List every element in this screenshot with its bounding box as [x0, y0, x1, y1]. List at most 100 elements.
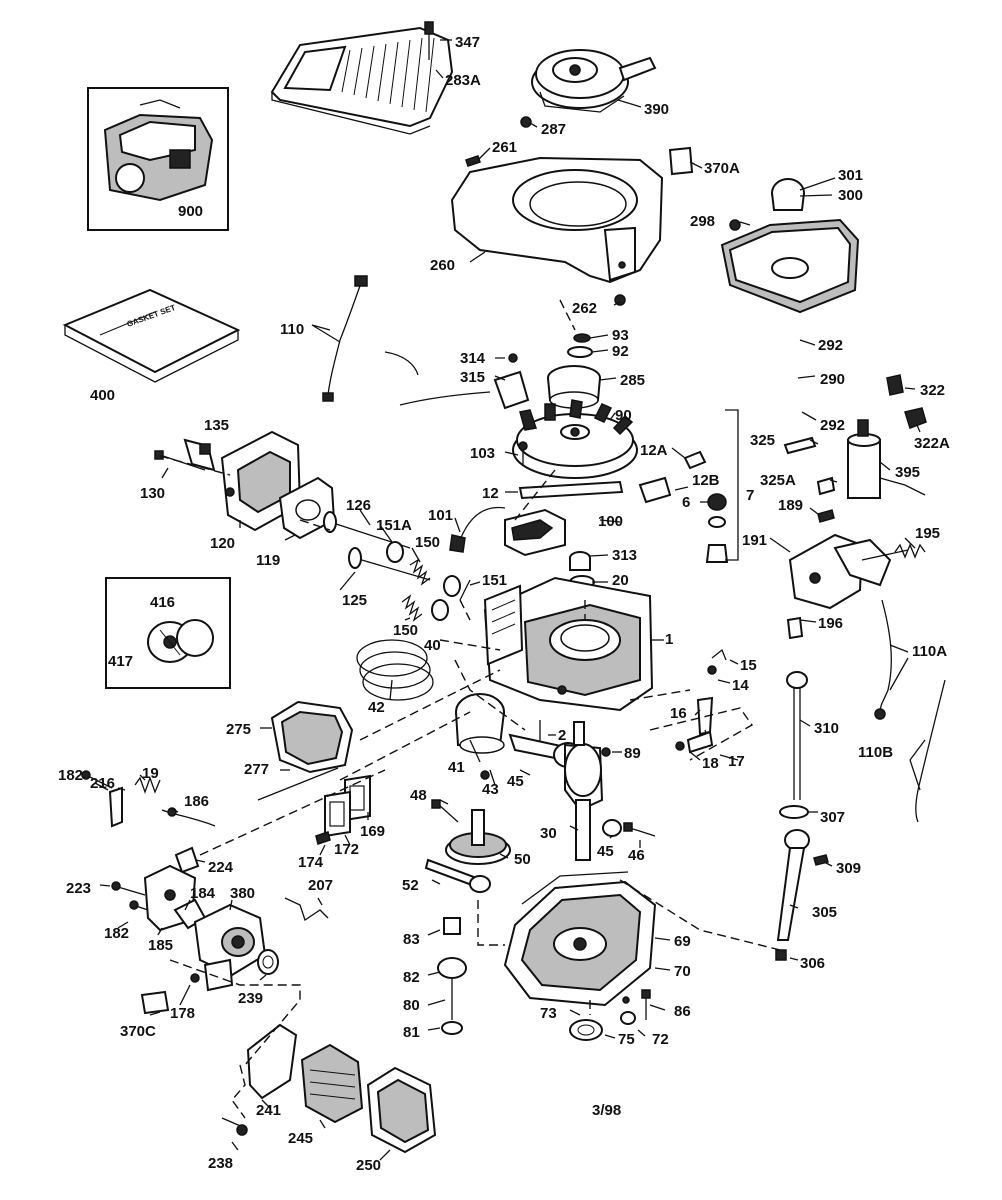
part-90-flywheel	[512, 399, 638, 479]
label-185: 185	[148, 937, 173, 954]
label-81: 81	[403, 1024, 420, 1041]
part-1-engine-block	[483, 576, 654, 712]
leader-lines	[94, 39, 926, 1161]
label-301: 301	[838, 167, 863, 184]
part-48-bolt	[431, 799, 459, 823]
label-69: 69	[674, 933, 691, 950]
part-75-bearing	[569, 1019, 603, 1041]
label-239: 239	[238, 990, 263, 1007]
label-290: 290	[820, 371, 845, 388]
label-400: 400	[90, 387, 115, 404]
part-110-wire	[322, 275, 368, 402]
part-207-link	[284, 897, 329, 922]
part-287-screw	[520, 116, 532, 128]
label-42: 42	[368, 699, 385, 716]
part-151-retainers	[431, 575, 461, 621]
label-2: 2	[558, 727, 566, 744]
label-172: 172	[334, 841, 359, 858]
part-307-oring	[779, 805, 809, 819]
part-245-filter	[300, 1043, 364, 1124]
part-224-bracket	[174, 846, 200, 874]
part-103-screw	[518, 441, 528, 466]
callout-labels: 347 283A 390 287 900 261 370A 301 300 29…	[58, 34, 950, 1174]
label-195: 195	[915, 525, 940, 542]
part-310-tube	[786, 671, 808, 800]
label-100: 100	[598, 513, 623, 530]
label-93: 93	[612, 327, 629, 344]
date-code: 3/98	[592, 1102, 621, 1119]
label-101: 101	[428, 507, 453, 524]
label-182-bottom: 182	[104, 925, 129, 942]
part-41-piston	[455, 693, 505, 754]
part-43-clip	[480, 770, 490, 780]
label-370A: 370A	[704, 160, 740, 177]
label-292-top: 292	[818, 337, 843, 354]
part-172-gasket	[324, 790, 351, 838]
label-292-bottom: 292	[820, 417, 845, 434]
label-174: 174	[298, 854, 324, 871]
label-151: 151	[482, 572, 507, 589]
label-238: 238	[208, 1155, 233, 1172]
label-298: 298	[690, 213, 715, 230]
part-110B-wire	[915, 679, 946, 823]
label-241: 241	[256, 1102, 281, 1119]
label-90: 90	[615, 407, 632, 424]
label-250: 250	[356, 1157, 381, 1174]
part-101-lead	[449, 506, 506, 553]
part-306-seal	[775, 949, 787, 961]
label-277: 277	[244, 761, 269, 778]
label-135: 135	[204, 417, 229, 434]
label-19: 19	[142, 765, 159, 782]
label-262: 262	[572, 300, 597, 317]
part-241-base	[246, 1023, 298, 1100]
label-20: 20	[612, 572, 629, 589]
label-347: 347	[455, 34, 480, 51]
label-7: 7	[746, 487, 754, 504]
label-182-top: 182	[58, 767, 83, 784]
label-14: 14	[732, 677, 749, 694]
part-17-18-bracket	[675, 730, 714, 754]
part-347-screw	[424, 21, 434, 60]
label-325A: 325A	[760, 472, 796, 489]
label-325: 325	[750, 432, 775, 449]
part-72-seal	[620, 1011, 636, 1025]
part-390-starter	[531, 49, 657, 113]
part-300-fuel-tank	[720, 178, 860, 314]
label-18: 18	[702, 755, 719, 772]
label-126: 126	[346, 497, 371, 514]
label-73: 73	[540, 1005, 557, 1022]
part-216-link	[108, 786, 123, 828]
label-41: 41	[448, 759, 465, 776]
part-174-screw	[315, 831, 331, 845]
part-370C-decal	[140, 990, 170, 1015]
part-262-screw	[614, 294, 626, 306]
label-416: 416	[150, 594, 175, 611]
part-151A-retainer	[386, 541, 404, 563]
part-45-46-bolts	[602, 819, 656, 837]
label-196: 196	[818, 615, 843, 632]
part-135-spark-plug	[183, 438, 216, 472]
part-416-417-inset	[105, 577, 231, 689]
label-43: 43	[482, 781, 499, 798]
part-298-screw	[729, 219, 741, 231]
part-83-bushing	[443, 917, 461, 935]
part-89-plug	[601, 747, 611, 757]
part-150-springs	[401, 558, 431, 622]
label-110: 110	[280, 321, 304, 338]
label-322: 322	[920, 382, 945, 399]
part-238-screw	[221, 1117, 248, 1136]
part-191-bracket	[788, 533, 909, 610]
label-110B: 110B	[858, 744, 893, 761]
label-224: 224	[208, 859, 234, 876]
part-196-clip	[786, 616, 804, 640]
part-261-screw	[465, 155, 481, 167]
part-12-fuel-line	[518, 450, 707, 504]
label-12A: 12A	[640, 442, 668, 459]
part-178-screw	[190, 973, 200, 983]
label-92: 92	[612, 343, 629, 360]
label-309: 309	[836, 860, 861, 877]
label-189: 189	[778, 497, 803, 514]
part-110A-wire	[874, 599, 892, 720]
label-46: 46	[628, 847, 645, 864]
label-315: 315	[460, 369, 485, 386]
